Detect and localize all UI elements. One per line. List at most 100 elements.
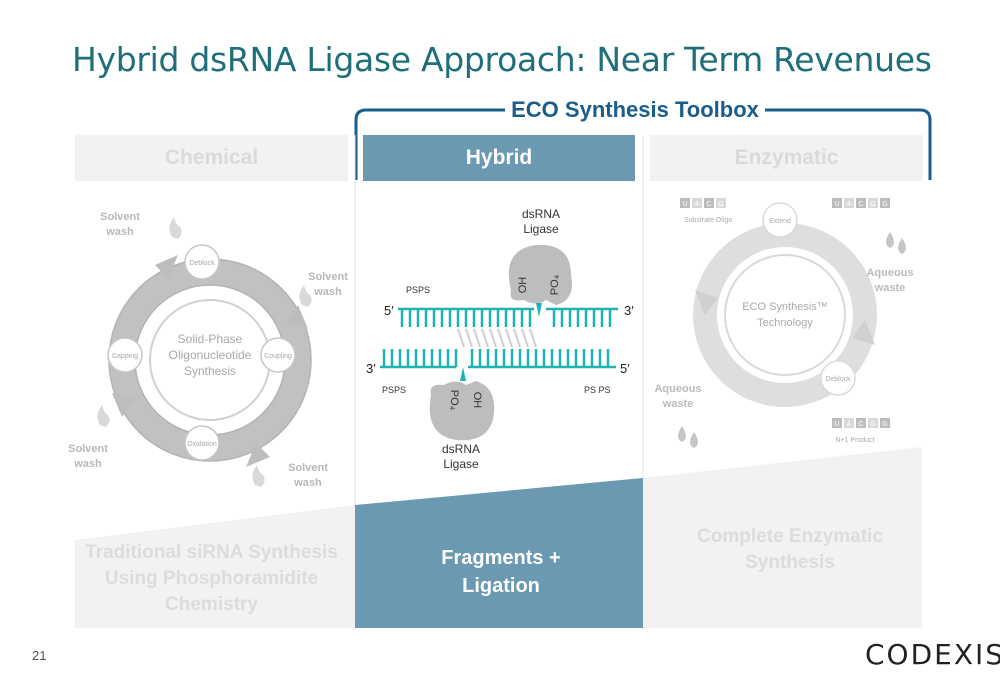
base-box	[692, 198, 702, 208]
water-drop-icon	[678, 426, 686, 442]
extend-label: Extend	[769, 218, 791, 225]
oh-label: OH	[517, 277, 529, 294]
base-letter: A	[847, 421, 852, 428]
ligation-arrow-down	[536, 303, 542, 317]
base-box	[880, 418, 890, 428]
wash-label: Solvent	[288, 462, 328, 474]
oh-label-bottom: OH	[471, 392, 483, 409]
flame-icon	[97, 405, 110, 427]
aqueous-label: Aqueous	[654, 383, 701, 395]
wash-label: wash	[105, 226, 134, 238]
base-letter: G	[882, 421, 887, 428]
step-deblock: Deblock	[189, 260, 215, 267]
column-header-chemical: Chemical	[75, 135, 348, 181]
step-capping: Capping	[112, 353, 138, 360]
ligase-top	[508, 244, 572, 305]
flame-icon	[252, 465, 265, 487]
base-link	[529, 328, 537, 348]
ligase-bottom-label-2: Ligase	[443, 457, 479, 471]
base-letter: U	[834, 421, 839, 428]
aqueous-label: waste	[874, 282, 906, 294]
base-box	[844, 198, 854, 208]
base-letter: G	[870, 201, 875, 208]
bottom-enzymatic-line: Complete Enzymatic	[697, 526, 883, 547]
base-letter: A	[847, 201, 852, 208]
arrow-head	[852, 320, 875, 345]
wash-label: wash	[73, 458, 102, 470]
bottom-text-hybrid: Fragments + Ligation	[356, 544, 646, 600]
step-node-deblock	[184, 244, 220, 280]
bottom-chemical-line: Traditional siRNA Synthesis	[85, 542, 338, 563]
psps-bottom: PSPS	[382, 385, 406, 395]
strand-bottom-bases	[382, 349, 610, 367]
base-box	[832, 198, 842, 208]
base-link	[497, 328, 505, 348]
aqueous-label: waste	[662, 398, 694, 410]
extend-node	[762, 202, 798, 238]
arrow-head	[246, 443, 270, 467]
base-link	[489, 328, 497, 348]
wash-label: wash	[313, 286, 342, 298]
bottom-chemical-line: Chemistry	[165, 594, 258, 615]
arrow-head	[155, 255, 178, 279]
deblock-label: Deblock	[825, 376, 851, 383]
base-link	[521, 328, 529, 348]
step-oxidation: Oxidation	[187, 441, 217, 448]
codexis-logo: CODEXIS®	[865, 638, 1000, 671]
base-box	[880, 198, 890, 208]
base-pair-links	[457, 328, 537, 348]
base-link	[481, 328, 489, 348]
deblock-node	[820, 360, 856, 396]
wash-label: Solvent	[68, 443, 108, 455]
flame-icon	[299, 285, 312, 307]
substrate-label: Substrate Oligo	[684, 217, 732, 224]
water-drop-icon	[898, 238, 906, 254]
column-header-enzymatic: Enzymatic	[650, 135, 923, 181]
psps-top: PSPS	[406, 285, 430, 295]
strand-top-3: 3′	[624, 303, 634, 318]
ligase-bottom	[429, 381, 495, 441]
strand-top-5: 5′	[384, 303, 394, 318]
band-chemical	[75, 505, 355, 628]
center-line-3: Synthesis	[184, 364, 236, 378]
chemical-cycle-diagram: Solid-Phase Oligonucleotide Synthesis De…	[68, 211, 348, 489]
base-link	[457, 328, 465, 348]
enz-center-2: Technology	[757, 317, 813, 329]
po4-label: PO₄	[549, 274, 561, 295]
base-box	[856, 418, 866, 428]
hybrid-ligase-diagram: dsRNA Ligase OH PO₄ 5′ 3′ PSPS 3′ 5′ PSP…	[366, 207, 634, 471]
product-label: N+1 Product	[835, 437, 874, 444]
po4-label-bottom: PO₄	[448, 390, 460, 411]
base-letter: C	[858, 201, 863, 208]
band-hybrid	[355, 478, 643, 628]
base-box	[832, 418, 842, 428]
water-drop-icon	[886, 232, 894, 248]
toolbox-bracket	[354, 108, 932, 180]
ligase-bottom-label-1: dsRNA	[442, 442, 480, 456]
base-link	[505, 328, 513, 348]
wash-label: wash	[293, 477, 322, 489]
base-box	[856, 198, 866, 208]
center-line-2: Oligonucleotide	[169, 348, 252, 362]
strand-bottom-3: 3′	[366, 361, 376, 376]
base-letter: G	[718, 201, 723, 208]
base-box	[868, 198, 878, 208]
step-coupling: Coupling	[264, 353, 292, 360]
wash-label: Solvent	[100, 211, 140, 223]
psps-bottom-right: PS PS	[584, 385, 611, 395]
base-link	[473, 328, 481, 348]
strand-top-bases	[400, 309, 612, 327]
center-circle	[724, 254, 846, 376]
step-node-coupling	[260, 337, 296, 373]
base-letter: G	[870, 421, 875, 428]
base-letter: C	[706, 201, 711, 208]
bottom-hybrid-line: Fragments +	[441, 547, 561, 569]
toolbox-label: ECO Synthesis Toolbox	[505, 97, 765, 123]
step-node-oxidation	[184, 425, 220, 461]
center-line-1: Solid-Phase	[178, 332, 243, 346]
